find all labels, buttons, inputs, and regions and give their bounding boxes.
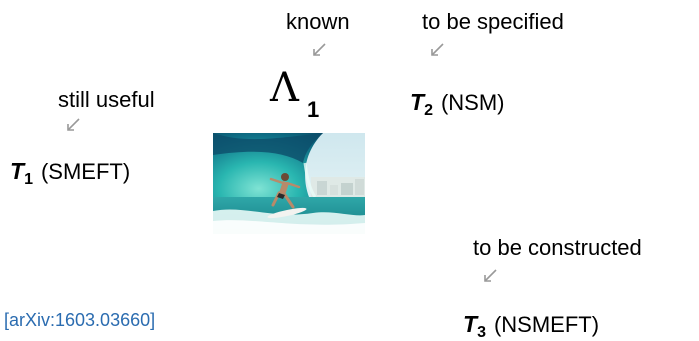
theory-t1-name: (SMEFT) [40, 159, 131, 184]
annotation-to-be-specified: to be specified [422, 9, 564, 34]
theory-t2-subscript: 2 [424, 102, 433, 119]
surfer-wave-image [213, 133, 365, 234]
theory-t2-name: (NSM) [440, 90, 505, 115]
theory-t1-label: T1 (SMEFT) [10, 158, 131, 188]
arrow-icon [64, 116, 82, 134]
theory-t3-symbol: T [463, 311, 478, 337]
lambda-symbol: Λ [270, 65, 299, 111]
arrow-icon [310, 41, 328, 59]
theory-t3-subscript: 3 [477, 324, 486, 341]
theory-t3-name: (NSMEFT) [493, 312, 600, 337]
lambda-subscript: 1 [307, 97, 320, 122]
theory-t2-label: T2 (NSM) [410, 89, 505, 119]
arrow-icon [481, 267, 499, 285]
annotation-to-be-constructed: to be constructed [473, 235, 642, 260]
annotation-still-useful: still useful [58, 87, 155, 112]
theory-t3-label: T3 (NSMEFT) [463, 311, 600, 341]
arxiv-reference: [arXiv:1603.03660] [4, 310, 156, 330]
theory-t2-symbol: T [410, 89, 425, 115]
theory-t1-subscript: 1 [24, 171, 33, 188]
annotation-known: known [286, 9, 350, 34]
theory-t1-symbol: T [10, 158, 25, 184]
arrow-icon [428, 41, 446, 59]
